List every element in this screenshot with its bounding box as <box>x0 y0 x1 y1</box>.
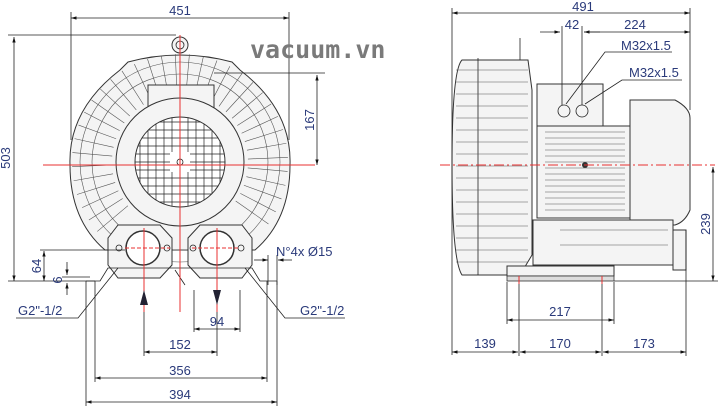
dim-gland-spacing: 42 <box>565 17 579 32</box>
dim-center-height: 239 <box>698 213 713 235</box>
logo-vacuum-vn: vacuum.vn <box>250 35 385 64</box>
side-view: 491 42 224 M32x1.5 M32x1.5 239 217 139 1… <box>440 0 718 356</box>
label-port-left: G2"-1/2 <box>18 303 62 318</box>
silencer <box>532 219 687 271</box>
dim-front-offset: 139 <box>474 336 496 351</box>
dim-gland-to-end: 224 <box>624 17 646 32</box>
dim-front-height: 503 <box>0 147 13 169</box>
dim-foot-width: 394 <box>169 387 191 402</box>
port-flange-right <box>187 224 253 279</box>
dim-hole-spacing-front: 356 <box>169 363 191 378</box>
dim-hole-spacing-side: 170 <box>549 336 571 351</box>
dim-center-to-top: 167 <box>302 109 317 131</box>
flow-arrow-inlet <box>140 290 148 305</box>
label-port-right: G2"-1/2 <box>300 303 344 318</box>
dim-base-length: 217 <box>549 304 571 319</box>
base-plate <box>506 265 615 284</box>
dim-rear-offset: 173 <box>633 336 655 351</box>
fan-cover-side <box>629 99 691 226</box>
label-mounting-holes: N°4x Ø15 <box>276 244 333 259</box>
dim-side-length: 491 <box>572 0 594 14</box>
dim-foot-thickness: 6 <box>50 276 65 283</box>
label-cable-gland-1: M32x1.5 <box>621 38 671 53</box>
motor-body <box>536 125 631 219</box>
dim-port-spacing: 152 <box>169 337 191 352</box>
terminal-box <box>536 83 604 127</box>
dim-port-offset: 94 <box>210 314 224 329</box>
label-cable-gland-2: M32x1.5 <box>629 65 679 80</box>
port-flange-left <box>107 224 173 279</box>
front-view: 451 503 167 64 6 N°4x Ø15 G2"-1/2 G2"-1/… <box>0 3 345 406</box>
dim-port-height: 64 <box>29 259 44 273</box>
dim-front-width: 451 <box>169 3 191 18</box>
flow-arrow-outlet <box>213 290 221 305</box>
blower-housing-side <box>451 38 533 276</box>
